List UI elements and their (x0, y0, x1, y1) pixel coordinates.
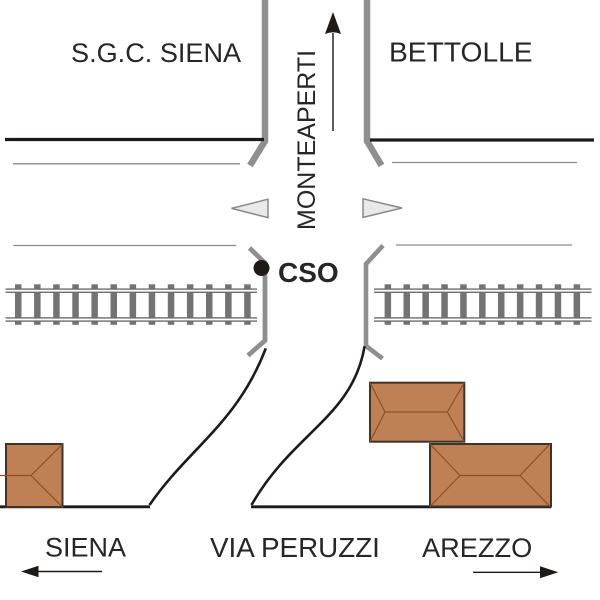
svg-text:VIA PERUZZI: VIA PERUZZI (210, 532, 380, 563)
svg-text:BETTOLLE: BETTOLLE (389, 36, 533, 68)
svg-text:SIENA: SIENA (45, 533, 126, 563)
svg-text:S.G.C. SIENA: S.G.C. SIENA (71, 37, 242, 68)
svg-text:CSO: CSO (278, 257, 339, 288)
svg-text:MONTEAPERTI: MONTEAPERTI (293, 50, 321, 230)
svg-text:AREZZO: AREZZO (422, 532, 532, 563)
